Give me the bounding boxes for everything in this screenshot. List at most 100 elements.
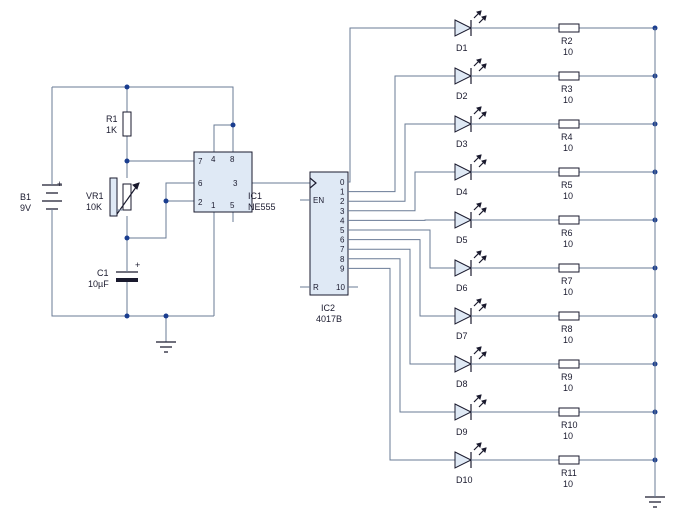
resistor-ref-label: R2 — [561, 36, 573, 46]
ic2-output-pin-3: 3 — [340, 207, 345, 216]
battery-value-label: 9V — [20, 203, 31, 213]
led-icon — [454, 19, 473, 37]
r1-ref-label: R1 — [106, 114, 118, 124]
led-ref-label: D2 — [456, 91, 468, 101]
c1-ref-label: C1 — [97, 268, 109, 278]
output-routing — [348, 27, 455, 461]
output-trace-9 — [348, 267, 455, 461]
led-ref-label: D3 — [456, 139, 468, 149]
led-ref-label: D10 — [456, 475, 473, 485]
ic2-output-pin-2: 2 — [340, 197, 345, 206]
ic1-part-label: NE555 — [248, 202, 276, 212]
ic2-reset-label: R — [313, 283, 319, 292]
ic1-pin-1: 1 — [211, 201, 216, 210]
led-icon — [454, 307, 473, 325]
ic1-pin-6: 6 — [198, 179, 203, 188]
ic2-en-label: EN — [313, 196, 324, 205]
led-ref-label: D9 — [456, 427, 468, 437]
battery-plus-sign: + — [57, 179, 62, 189]
led-ref-label: D6 — [456, 283, 468, 293]
ic2-pin-10-label: 10 — [336, 283, 345, 292]
r1-value-label: 1K — [106, 125, 117, 135]
resistor-value-label: 10 — [563, 143, 573, 153]
resistor — [558, 167, 580, 177]
left-wiring — [51, 86, 310, 342]
resistor-value-label: 10 — [563, 383, 573, 393]
c1-value-label: 10µF — [88, 279, 109, 289]
resistor-ref-label: R10 — [561, 420, 578, 430]
led-ref-label: D8 — [456, 379, 468, 389]
resistor-ref-label: R9 — [561, 372, 573, 382]
ground-icon — [156, 341, 176, 353]
ic1-ne555: 7 4 8 6 3 2 1 5 IC1 NE555 — [193, 151, 276, 213]
led-icon — [454, 451, 473, 469]
resistor — [558, 359, 580, 369]
ic2-output-pin-8: 8 — [340, 255, 345, 264]
output-trace-0 — [348, 27, 455, 183]
ic1-pin-8: 8 — [230, 155, 235, 164]
led-ref-label: D7 — [456, 331, 468, 341]
resistor-ref-label: R7 — [561, 276, 573, 286]
ic2-output-pin-5: 5 — [340, 226, 345, 235]
resistor — [558, 311, 580, 321]
led-icon — [454, 211, 473, 229]
led-ref-label: D4 — [456, 187, 468, 197]
resistor-value-label: 10 — [563, 95, 573, 105]
output-trace-3 — [348, 171, 455, 212]
led-icon — [454, 163, 473, 181]
ic2-ref-label: IC2 — [321, 303, 335, 313]
ic1-pin-7: 7 — [198, 157, 203, 166]
ic1-pin-3: 3 — [233, 179, 238, 188]
resistor — [558, 215, 580, 225]
resistor-ref-label: R6 — [561, 228, 573, 238]
led-icon — [454, 67, 473, 85]
led-icon — [454, 355, 473, 373]
led-icon — [454, 403, 473, 421]
ic2-part-label: 4017B — [316, 314, 342, 324]
c1-plus-sign: + — [135, 260, 140, 270]
ic2-output-pin-7: 7 — [340, 245, 345, 254]
led-icon — [454, 259, 473, 277]
resistor — [558, 23, 580, 33]
capacitor-c1: + C1 10µF — [88, 260, 140, 289]
ground-icon — [645, 496, 665, 508]
battery-b1: + B1 9V — [20, 175, 62, 223]
vr1-ref-label: VR1 — [86, 191, 104, 201]
resistor-value-label: 10 — [563, 191, 573, 201]
output-trace-5 — [348, 229, 455, 269]
resistor-r1: R1 1K — [106, 111, 132, 137]
resistor — [558, 71, 580, 81]
resistor-ref-label: R4 — [561, 132, 573, 142]
ic2-output-pin-0: 0 — [340, 178, 345, 187]
vr1-value-label: 10K — [86, 202, 102, 212]
resistor-value-label: 10 — [563, 431, 573, 441]
output-trace-2 — [348, 123, 455, 202]
output-trace-8 — [348, 258, 455, 413]
resistor-ref-label: R5 — [561, 180, 573, 190]
battery-ref-label: B1 — [20, 192, 31, 202]
output-trace-1 — [348, 75, 455, 193]
ic2-output-pin-6: 6 — [340, 236, 345, 245]
output-trace-7 — [348, 248, 455, 365]
resistor-value-label: 10 — [563, 479, 573, 489]
resistor — [558, 407, 580, 417]
ic2-output-pin-4: 4 — [340, 216, 345, 225]
led-ref-label: D1 — [456, 43, 468, 53]
resistor-value-label: 10 — [563, 335, 573, 345]
resistor-ref-label: R11 — [561, 468, 577, 478]
potentiometer-vr1: VR1 10K — [86, 177, 140, 217]
resistor-value-label: 10 — [563, 47, 573, 57]
